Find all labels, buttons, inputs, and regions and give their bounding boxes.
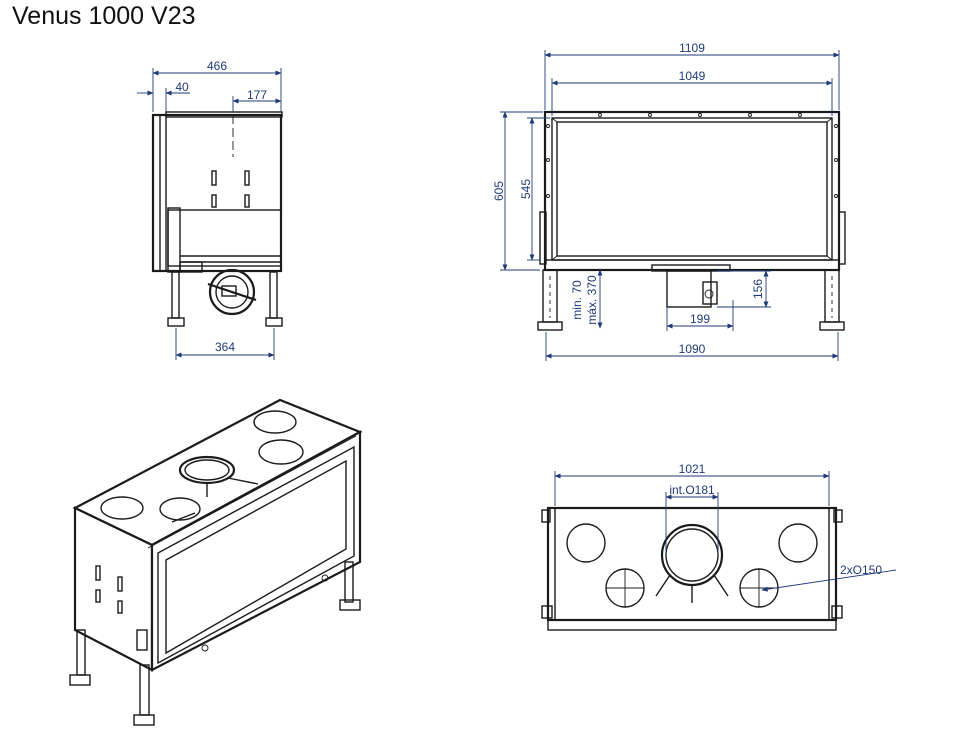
dim-40: 40 [175,80,189,94]
dim-199: 199 [690,312,710,326]
drawing-title: Venus 1000 V23 [12,2,196,30]
dim-1090: 1090 [679,342,706,356]
dim-1021: 1021 [679,462,706,476]
dim-605: 605 [492,181,506,201]
top-view: 1021 int.O181 2xO150 [541,462,897,631]
dim-177: 177 [247,88,267,102]
dim-1049: 1049 [679,69,706,83]
dim-364: 364 [215,340,235,354]
dim-int: int.O181 [669,483,715,497]
side-view: 466 40 177 364 [137,59,283,360]
dim-156: 156 [751,279,765,299]
isometric-view [69,398,363,726]
dim-1109: 1109 [679,41,705,55]
front-view: 1109 1049 605 545 min. 70 máx. 370 156 1… [492,41,846,361]
dim-min: min. 70 [570,280,584,320]
dim-max: máx. 370 [585,275,599,325]
dim-holes: 2xO150 [840,563,882,577]
dim-545: 545 [519,179,533,199]
dim-466: 466 [207,59,227,73]
